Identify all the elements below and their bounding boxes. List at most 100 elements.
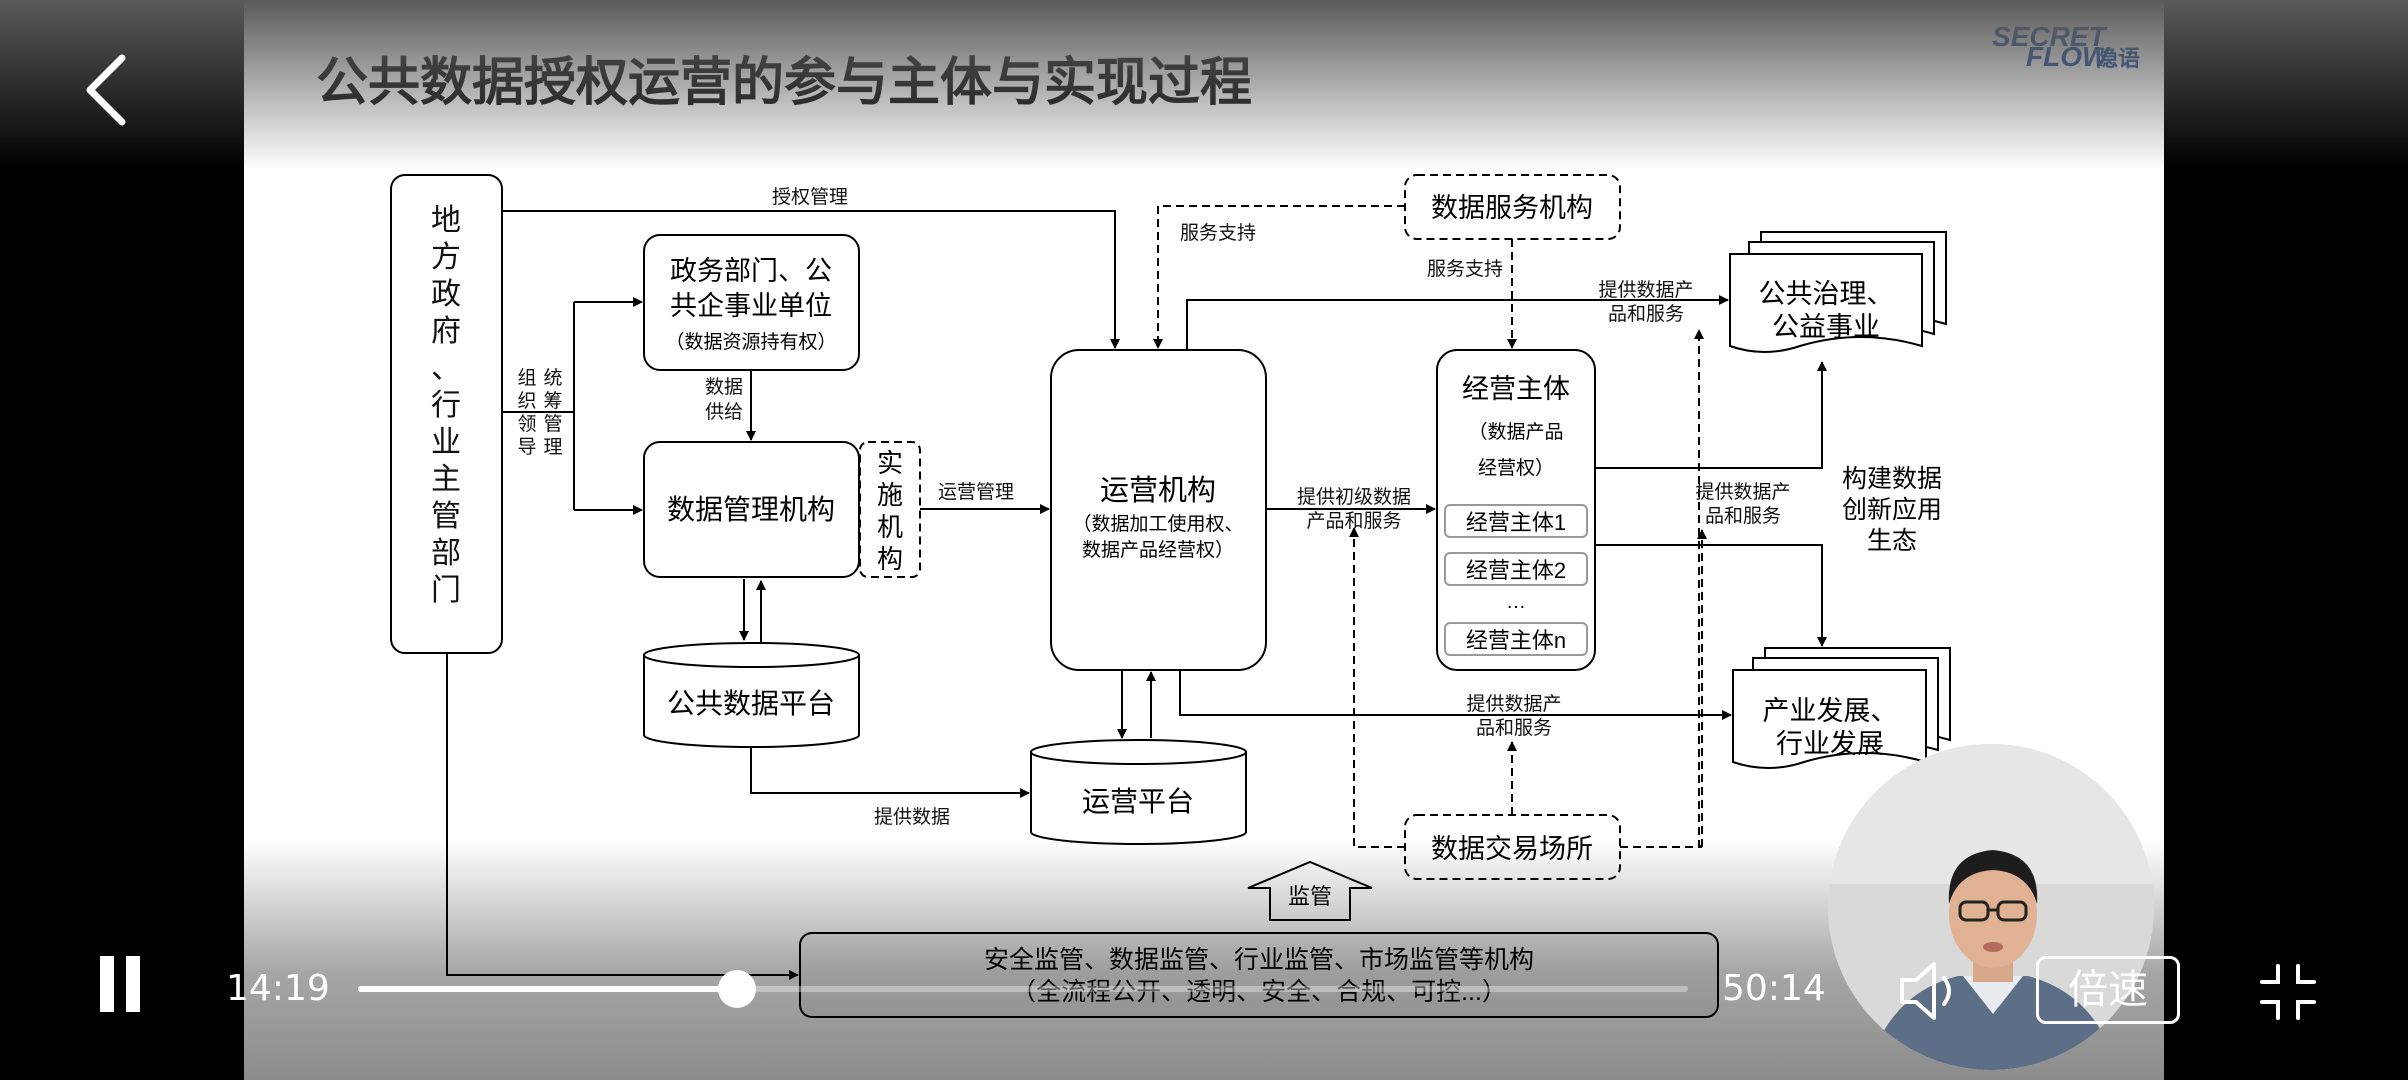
progress-thumb[interactable] (718, 970, 757, 1008)
entity-sub2: 经营权） (1478, 457, 1554, 479)
svg-text:、: 、 (431, 352, 461, 385)
svg-text:行: 行 (431, 389, 461, 422)
svg-text:组: 组 (517, 367, 536, 389)
supervision-line1: 安全监管、数据监管、行业监管、市场监管等机构 (984, 946, 1534, 974)
entity-dots: … (1506, 591, 1526, 613)
data-supply-label1: 数据 (705, 376, 743, 398)
svg-text:理: 理 (543, 437, 562, 458)
svg-text:主: 主 (431, 463, 461, 496)
products-mid-label2: 品和服务 (1705, 505, 1781, 527)
exit-fullscreen-icon (2260, 964, 2316, 1020)
speaker-icon (1900, 962, 1951, 1020)
secretflow-logo: SECRET FLOW 隐语 (1992, 21, 2140, 72)
entity-1-box (1444, 504, 1588, 538)
svg-text:政: 政 (431, 278, 461, 311)
progress-fill (358, 986, 738, 992)
entity-2-label: 经营主体2 (1466, 558, 1566, 583)
supervision-arrow (1247, 860, 1373, 921)
supervision-box (799, 932, 1719, 1018)
industry-line2: 行业发展 (1776, 729, 1884, 759)
mgmt-label: 数据管理机构 (667, 494, 835, 525)
svg-text:领: 领 (517, 413, 536, 435)
pause-icon (100, 956, 114, 1012)
svg-text:地: 地 (431, 204, 461, 237)
entity-title: 经营主体 (1462, 374, 1570, 404)
industry-development-doc (1732, 647, 1951, 769)
svg-text:施: 施 (877, 480, 903, 510)
left-letterbox (0, 0, 244, 1080)
svg-text:部: 部 (431, 537, 461, 570)
exit-fullscreen-button[interactable] (2258, 962, 2318, 1022)
products-top-label2: 品和服务 (1608, 303, 1684, 325)
ops-platform-cylinder (1030, 739, 1247, 845)
volume-button[interactable] (1896, 956, 1970, 1026)
platform-label: 公共数据平台 (667, 688, 835, 719)
svg-text:织: 织 (517, 390, 536, 412)
ops-mgmt-label: 运营管理 (938, 481, 1014, 503)
ops-platform-label: 运营平台 (1082, 786, 1194, 817)
products-top-label1: 提供数据产 (1598, 279, 1693, 301)
products-bot-label1: 提供数据产 (1466, 693, 1561, 715)
slide: 公共数据授权运营的参与主体与实现过程 SECRET FLOW 隐语 (244, 0, 2164, 1080)
entity-2-box (1444, 552, 1588, 586)
industry-line1: 产业发展、 (1763, 696, 1898, 726)
public-line1: 公共治理、 (1759, 279, 1894, 309)
entity-1-label: 经营主体1 (1466, 510, 1566, 535)
supervision-arrow-label: 监管 (1288, 884, 1332, 909)
operating-agency-box (1050, 349, 1267, 671)
public-governance-doc (1729, 231, 1947, 353)
auth-mgmt-label: 授权管理 (772, 186, 848, 208)
svg-text:实: 实 (877, 448, 903, 478)
pause-button[interactable] (96, 956, 150, 1022)
svg-text:筹: 筹 (543, 390, 562, 412)
svg-text:机: 机 (877, 512, 903, 542)
svg-text:管: 管 (431, 500, 461, 533)
dept-line1: 政务部门、公 (670, 256, 832, 286)
svg-text:管: 管 (543, 413, 562, 435)
current-time: 14:19 (226, 968, 330, 1009)
presenter-pip[interactable] (1828, 744, 2154, 1070)
slide-title: 公共数据授权运营的参与主体与实现过程 (316, 54, 1252, 112)
provide-data-label: 提供数据 (874, 806, 950, 828)
svg-text:府: 府 (431, 315, 461, 348)
supervision-line2: （全流程公开、透明、安全、合规、可控...） (1011, 978, 1507, 1006)
public-data-platform-cylinder (643, 642, 860, 748)
playback-speed-button[interactable]: 倍速 (2036, 956, 2180, 1024)
ops-sub1: （数据加工使用权、 (1072, 513, 1243, 535)
exchange-label: 数据交易场所 (1431, 834, 1593, 864)
entity-n-label: 经营主体n (1466, 628, 1566, 653)
total-time: 50:14 (1722, 968, 1826, 1009)
svg-text:业: 业 (431, 426, 461, 459)
svg-text:门: 门 (431, 574, 461, 607)
impl-label: 实 施 机 构 (877, 448, 903, 574)
entity-sub1: （数据产品 (1468, 421, 1563, 443)
entity-n-box (1444, 622, 1588, 656)
pause-icon-bar (126, 956, 140, 1012)
data-supply-label2: 供给 (705, 401, 743, 423)
ops-title: 运营机构 (1100, 474, 1216, 507)
svg-text:隐语: 隐语 (2096, 46, 2140, 71)
org-lead-label: 组 织 领 导 统 筹 管 理 (517, 367, 562, 458)
svg-text:方: 方 (431, 241, 461, 274)
service-org-label: 数据服务机构 (1431, 193, 1593, 223)
implementation-box (859, 441, 921, 578)
ops-sub2: 数据产品经营权） (1082, 539, 1234, 561)
public-line2: 公益事业 (1772, 312, 1880, 342)
back-button[interactable] (60, 42, 156, 138)
service-support-left-label: 服务支持 (1180, 222, 1256, 244)
local-government-label: 地 方 政 府 、 行 业 主 管 部 门 (431, 204, 461, 607)
svg-text:统: 统 (543, 367, 562, 389)
ecosystem-line2: 创新应用 (1842, 496, 1942, 524)
service-support-right-label: 服务支持 (1427, 258, 1503, 280)
dept-sub: （数据资源持有权） (665, 331, 836, 353)
dept-line2: 共企事业单位 (670, 291, 832, 321)
primary-products-label2: 产品和服务 (1306, 510, 1401, 532)
ecosystem-line1: 构建数据 (1842, 465, 1942, 493)
svg-text:导: 导 (517, 437, 536, 458)
back-arrow-icon (86, 54, 126, 126)
ecosystem-line3: 生态 (1867, 527, 1917, 555)
progress-bar[interactable] (358, 970, 1688, 1008)
right-letterbox (2164, 0, 2408, 1080)
products-bot-label2: 品和服务 (1476, 717, 1552, 739)
primary-products-label1: 提供初级数据 (1297, 486, 1411, 508)
